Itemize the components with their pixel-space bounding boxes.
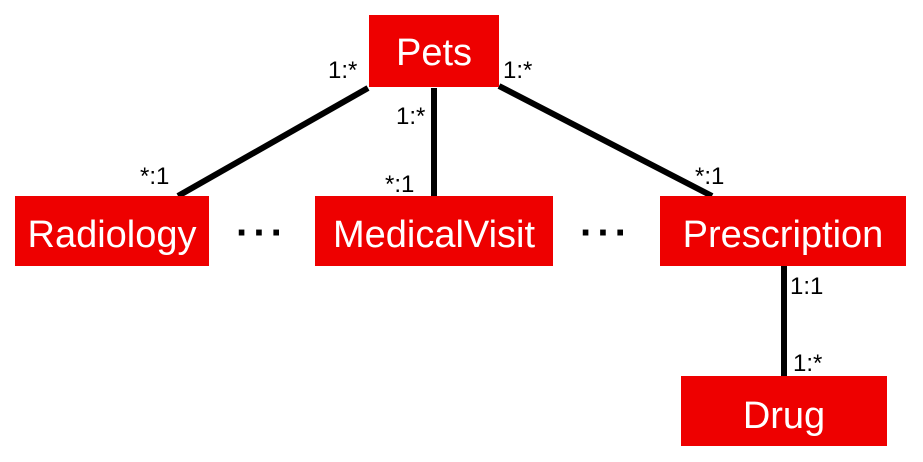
node-pets[interactable]: Pets [369,15,499,87]
ellipsis-left: ··· [236,211,288,255]
node-pets-label: Pets [396,32,472,74]
node-medical-visit-label: MedicalVisit [333,214,535,256]
node-prescription-label: Prescription [683,214,884,256]
node-radiology-label: Radiology [28,214,197,256]
mult-pets-prescription-pets-end: 1:* [503,57,532,84]
mult-pets-prescription-prescription-end: *:1 [695,163,724,190]
node-drug[interactable]: Drug [681,376,887,446]
mult-pets-radiology-radiology-end: *:1 [140,163,169,190]
node-drug-label: Drug [743,395,825,437]
ellipsis-right: ··· [580,211,632,255]
mult-prescription-drug-prescription-end: 1:1 [790,273,823,300]
mult-pets-medicalvisit-pets-end: 1:* [396,103,425,130]
mult-pets-medicalvisit-medicalvisit-end: *:1 [385,171,414,198]
multiplicity-labels: 1:* 1:* 1:* *:1 *:1 *:1 1:1 1:* [140,57,823,377]
node-radiology[interactable]: Radiology [15,196,209,266]
mult-pets-radiology-pets-end: 1:* [328,57,357,84]
edge-pets-radiology [176,85,370,199]
edge-pets-prescription [497,83,714,199]
node-prescription[interactable]: Prescription [660,196,906,266]
node-medical-visit[interactable]: MedicalVisit [315,196,553,266]
mult-prescription-drug-drug-end: 1:* [793,350,822,377]
connectors [176,83,787,376]
